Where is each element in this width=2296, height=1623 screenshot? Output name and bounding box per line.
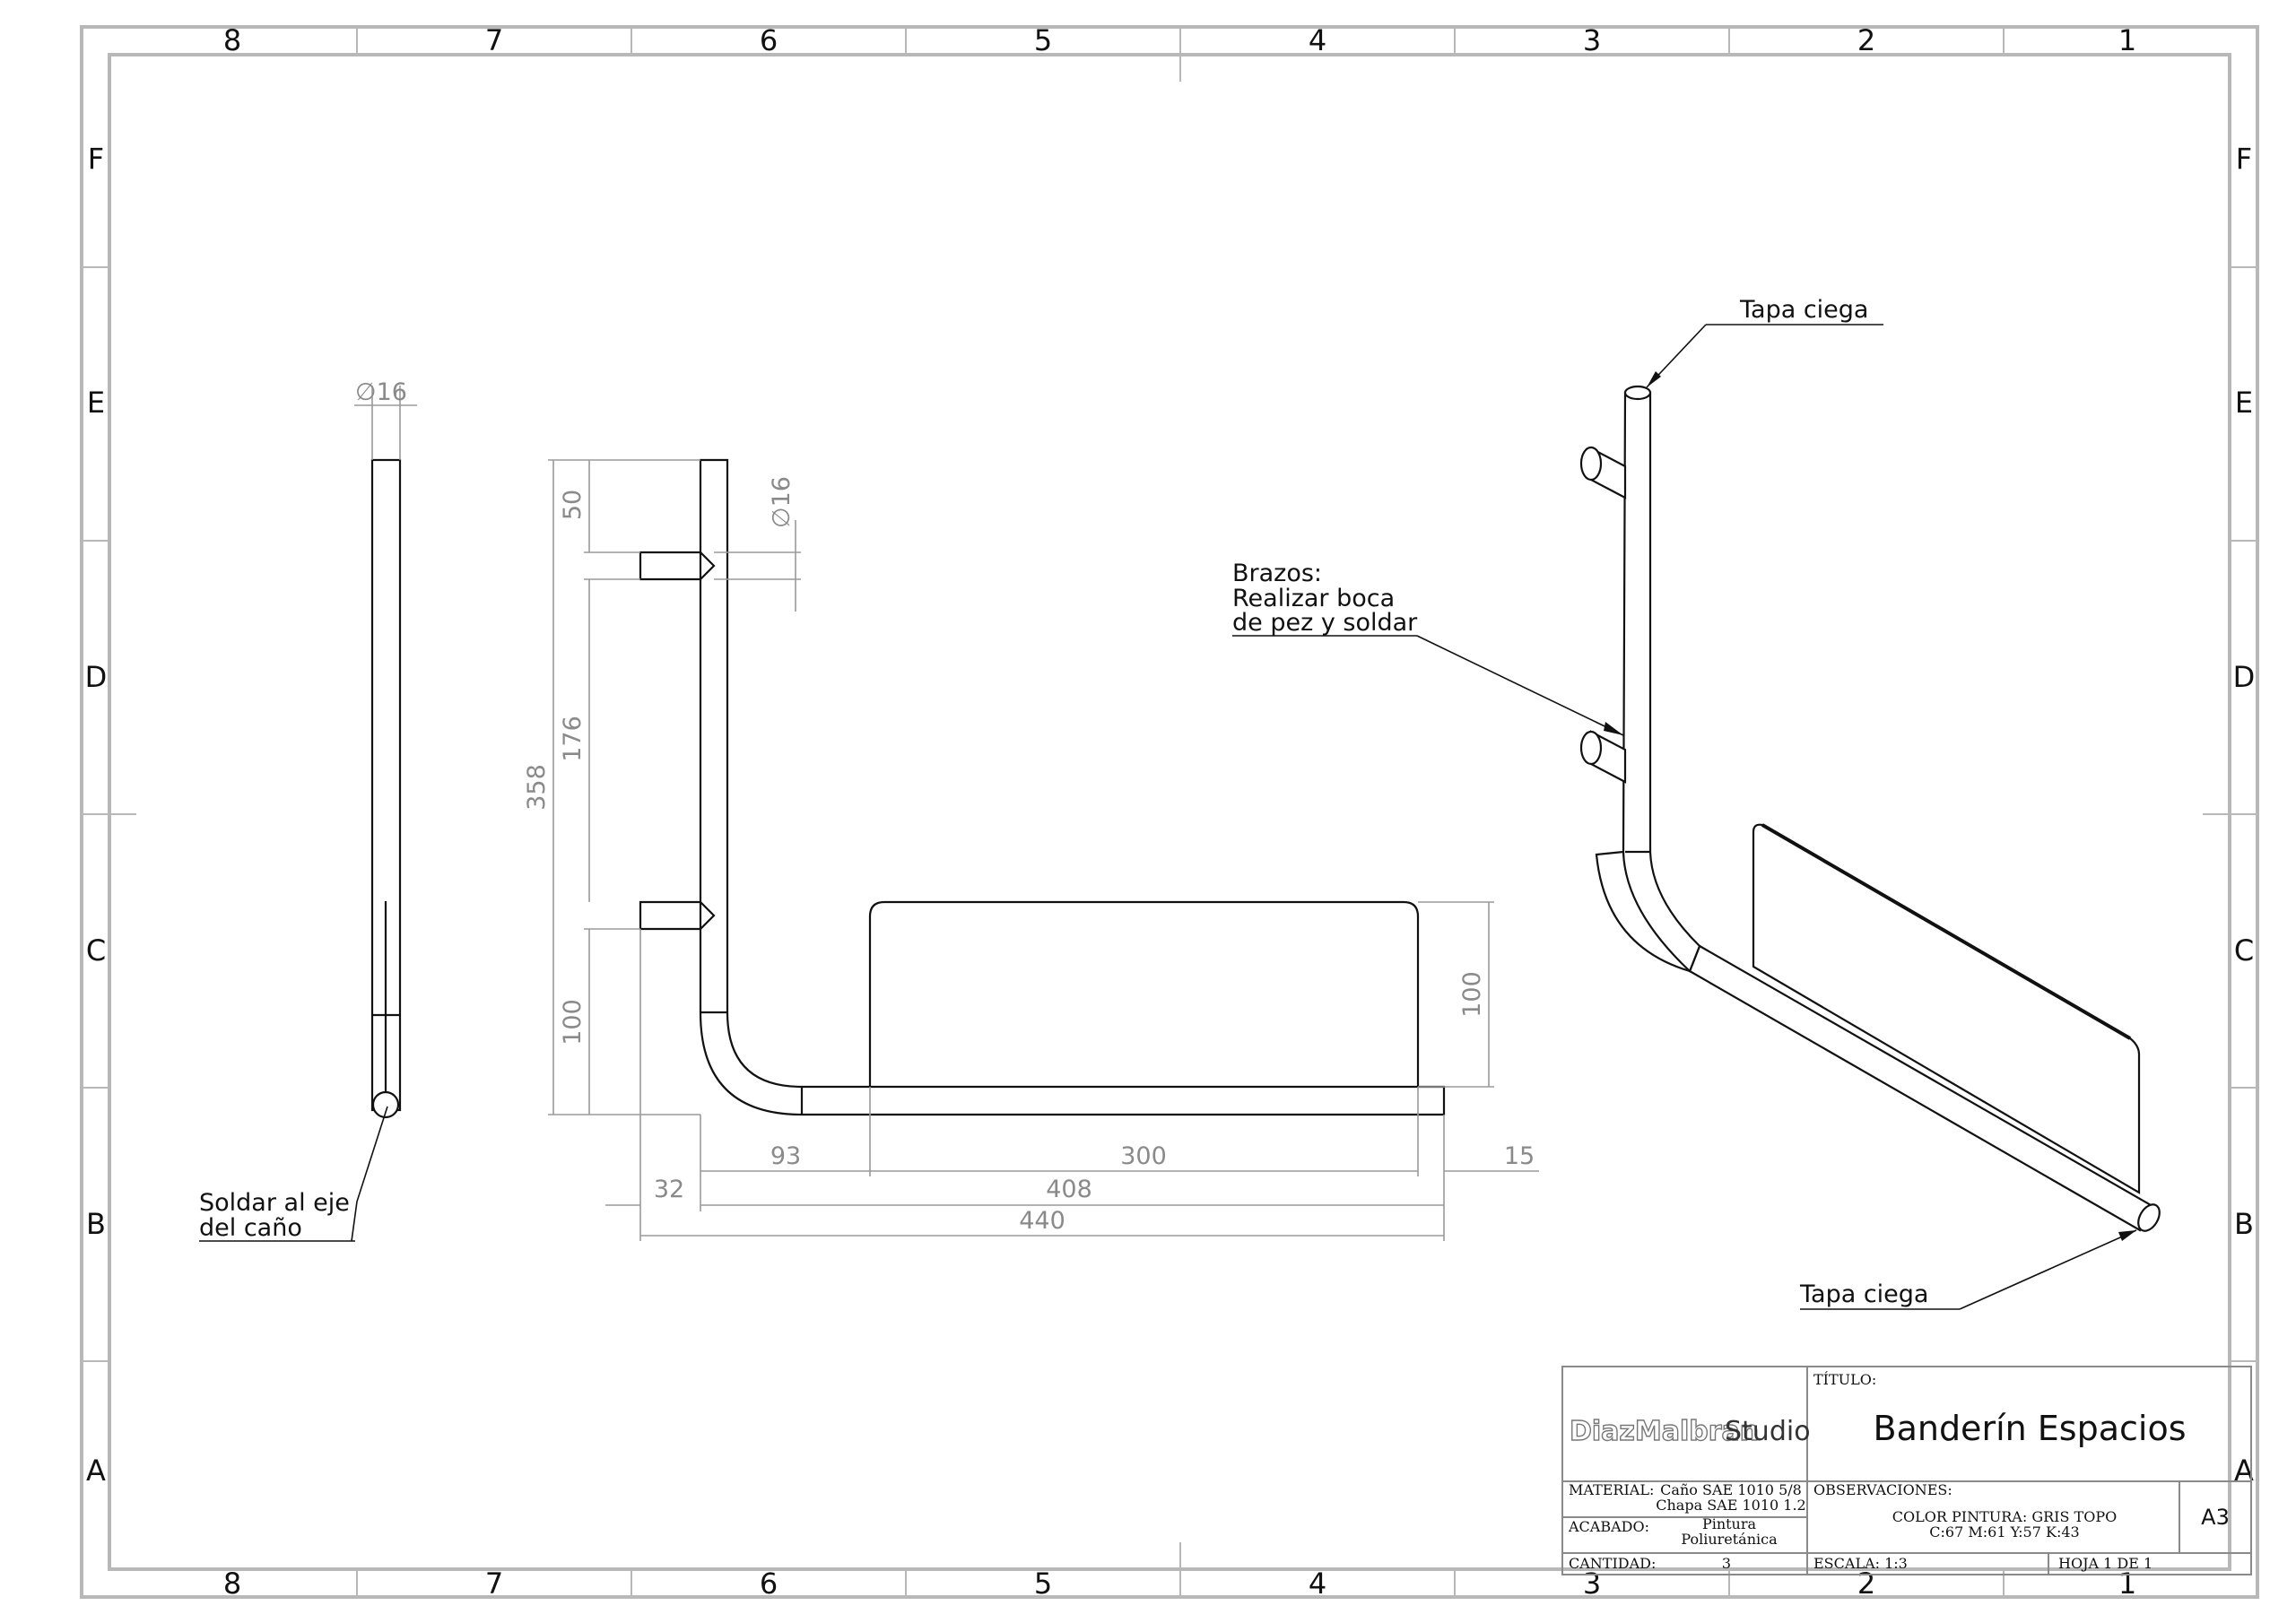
zone-col-7-top: 7 <box>485 23 503 57</box>
zone-col-8-bottom: 8 <box>223 1567 241 1601</box>
title-block: DiazMalbran Studio TÍTULO: Banderín Espa… <box>1561 1366 2252 1575</box>
drawing-title: Banderín Espacios <box>1874 1409 2187 1448</box>
weld-note-line1: Soldar al eje <box>199 1189 350 1217</box>
arms-note-line3: de pez y soldar <box>1232 609 1418 637</box>
observaciones-line2: C:67 M:61 Y:57 K:43 <box>1929 1523 2079 1541</box>
front-view: 50 176 358 100 ∅16 100 93 300 15 32 408 … <box>523 458 1539 1241</box>
dim-32: 32 <box>654 1176 684 1203</box>
zone-row-d-right: D <box>2233 660 2256 694</box>
cap-note-top: Tapa ciega <box>1646 296 1883 388</box>
zone-col-2-top: 2 <box>1857 23 1875 57</box>
zone-col-6-top: 6 <box>760 23 778 57</box>
cap-note-bottom-text: Tapa ciega <box>1799 1280 1928 1308</box>
zone-col-4-bottom: 4 <box>1309 1567 1326 1601</box>
iso-cap-bottom <box>2137 1203 2161 1232</box>
arms-note: Brazos: Realizar boca de pez y soldar <box>1232 560 1624 736</box>
dim-440: 440 <box>1019 1207 1065 1235</box>
dim-300: 300 <box>1120 1142 1167 1170</box>
dim-93: 93 <box>770 1142 801 1170</box>
dim-100-plate: 100 <box>1458 971 1486 1018</box>
arms-note-line2: Realizar boca <box>1232 585 1395 612</box>
cap-note-bottom: Tapa ciega <box>1799 1229 2137 1310</box>
side-view-diameter-label: ∅16 <box>355 378 407 406</box>
studio-logo-bold: DiazMalbran <box>1570 1416 1759 1447</box>
zone-row-a-left: A <box>86 1454 106 1488</box>
front-view-diameter-label: ∅16 <box>768 476 796 528</box>
iso-tube-vertical <box>1622 391 1701 973</box>
cantidad-value: 3 <box>1722 1555 1731 1572</box>
isometric-view <box>1579 385 2161 1232</box>
dim-358: 358 <box>523 764 551 811</box>
observaciones-label: OBSERVACIONES: <box>1813 1481 1952 1498</box>
zone-row-f-right: F <box>2236 142 2252 176</box>
zone-row-e-right: E <box>2235 386 2253 420</box>
zone-row-b-right: B <box>2234 1207 2254 1241</box>
cap-note-top-text: Tapa ciega <box>1739 296 1868 324</box>
acabado-line2: Poliuretánica <box>1681 1531 1778 1548</box>
observaciones-line1: COLOR PINTURA: GRIS TOPO <box>1892 1508 2117 1525</box>
zone-row-a-right: A <box>2234 1454 2254 1488</box>
zone-col-8-top: 8 <box>223 23 241 57</box>
zone-col-6-bottom: 6 <box>760 1567 778 1601</box>
material-line1: Caño SAE 1010 5/8 <box>1660 1481 1802 1498</box>
zone-row-f-left: F <box>88 142 104 176</box>
front-view-arm-upper <box>639 551 716 581</box>
acabado-label: ACABADO: <box>1568 1518 1649 1535</box>
weld-note: Soldar al eje del caño <box>199 1106 388 1242</box>
material-label: MATERIAL: <box>1569 1481 1654 1498</box>
front-view-plate <box>868 900 1420 1087</box>
outer-frame <box>80 25 2259 1599</box>
dim-50: 50 <box>559 490 587 520</box>
front-view-tube <box>699 458 1446 1116</box>
dim-100-left: 100 <box>559 999 587 1046</box>
scale-label: ESCALA: 1:3 <box>1813 1555 1908 1572</box>
front-view-arm-lower <box>639 900 716 931</box>
dim-15: 15 <box>1504 1142 1535 1170</box>
side-view: ∅16 <box>354 378 417 1119</box>
zone-row-d-left: D <box>85 660 108 694</box>
zone-col-3-top: 3 <box>1583 23 1601 57</box>
zone-dividers <box>82 27 2257 1597</box>
dim-408: 408 <box>1046 1176 1092 1203</box>
arms-note-line1: Brazos: <box>1232 560 1322 587</box>
zone-col-5-bottom: 5 <box>1034 1567 1052 1601</box>
iso-cap-top <box>1623 385 1652 401</box>
zone-col-5-top: 5 <box>1034 23 1052 57</box>
titulo-label: TÍTULO: <box>1813 1370 1876 1388</box>
dim-176: 176 <box>559 716 587 762</box>
sheet-size: A3 <box>2201 1505 2230 1530</box>
zone-row-b-left: B <box>86 1207 106 1241</box>
zone-row-e-left: E <box>87 386 105 420</box>
acabado-line1: Pintura <box>1702 1515 1757 1532</box>
inner-frame <box>108 53 2231 1571</box>
zone-col-7-bottom: 7 <box>485 1567 503 1601</box>
zone-row-c-right: C <box>2234 933 2254 968</box>
zone-row-c-left: C <box>86 933 106 968</box>
weld-note-line2: del caño <box>199 1214 302 1242</box>
sheet-number: HOJA 1 DE 1 <box>2058 1555 2152 1572</box>
cantidad-label: CANTIDAD: <box>1569 1555 1656 1572</box>
studio-logo-light: Studio <box>1725 1416 1811 1447</box>
material-line2: Chapa SAE 1010 1.2 <box>1656 1497 1805 1514</box>
zone-col-1-top: 1 <box>2118 23 2136 57</box>
side-view-tube-end <box>371 1090 400 1119</box>
zone-col-4-top: 4 <box>1309 23 1326 57</box>
